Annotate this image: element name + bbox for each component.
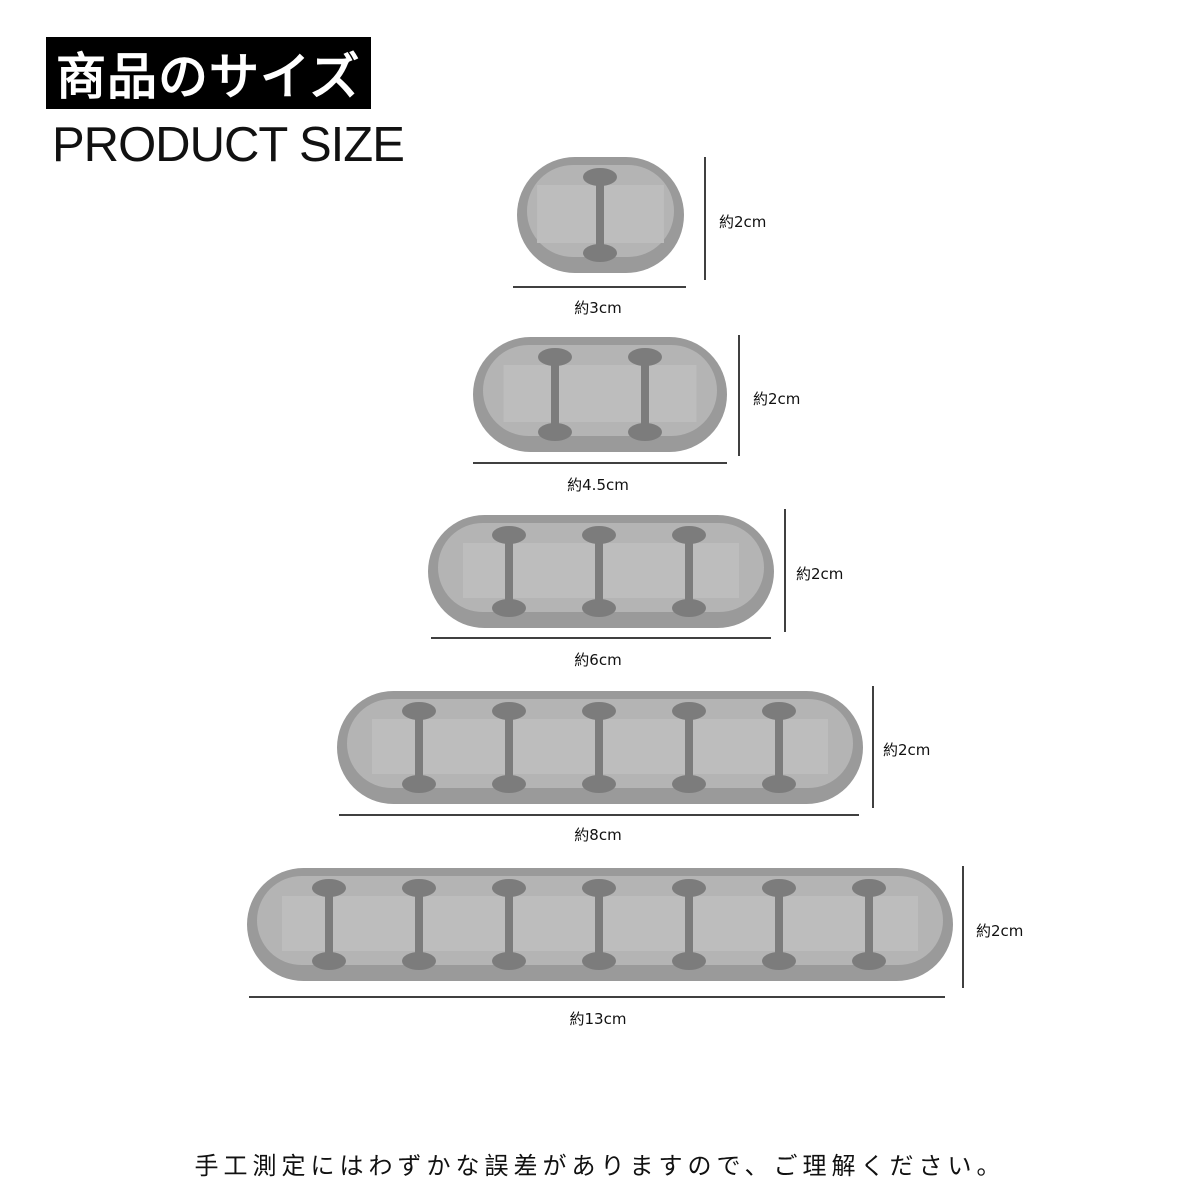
page-title-japanese: 商品のサイズ: [46, 37, 371, 109]
cable-slot: [672, 879, 706, 970]
cable-slot: [582, 702, 616, 793]
measurement-footnote: 手工測定にはわずかな誤差がありますので、ご理解ください。: [194, 1152, 1006, 1180]
cable-slot: [538, 348, 572, 441]
slot-channel: [325, 888, 333, 961]
slot-channel: [641, 357, 649, 432]
slot-channel: [415, 711, 423, 784]
slot-channel: [505, 535, 513, 608]
slot-channel: [596, 177, 604, 253]
slot-channel: [685, 711, 693, 784]
cable-slot: [582, 879, 616, 970]
cable-slot: [852, 879, 886, 970]
cable-clip-2-slot: [473, 337, 727, 452]
cable-slot: [492, 879, 526, 970]
page-title-english: PRODUCT SIZE: [52, 118, 405, 172]
cable-slot: [762, 879, 796, 970]
height-dimension-label: 約2cm: [976, 922, 1023, 940]
cable-slot: [312, 879, 346, 970]
slot-channel: [505, 888, 513, 961]
width-dimension-label: 約6cm: [574, 651, 621, 669]
cable-clip-1-slot: [517, 157, 684, 273]
slot-channel: [775, 888, 783, 961]
cable-clip-5-slot: [337, 691, 863, 804]
height-dimension-label: 約2cm: [883, 741, 930, 759]
slot-channel: [685, 535, 693, 608]
slot-channel: [685, 888, 693, 961]
height-dimension-label: 約2cm: [753, 390, 800, 408]
slot-channel: [595, 711, 603, 784]
cable-slot: [672, 702, 706, 793]
cable-clip-3-slot: [428, 515, 774, 628]
slot-channel: [865, 888, 873, 961]
cable-slot: [492, 702, 526, 793]
width-dimension-label: 約4.5cm: [567, 476, 629, 494]
cable-slot: [402, 879, 436, 970]
cable-slot: [628, 348, 662, 441]
width-dimension-label: 約3cm: [574, 299, 621, 317]
height-dimension-label: 約2cm: [796, 565, 843, 583]
cable-slot: [583, 168, 617, 262]
slot-channel: [595, 535, 603, 608]
width-dimension-label: 約13cm: [570, 1010, 627, 1028]
slot-channel: [551, 357, 559, 432]
slot-channel: [505, 711, 513, 784]
cable-slot: [672, 526, 706, 617]
slot-channel: [595, 888, 603, 961]
height-dimension-label: 約2cm: [719, 213, 766, 231]
slot-channel: [415, 888, 423, 961]
slot-channel: [775, 711, 783, 784]
cable-slot: [582, 526, 616, 617]
cable-slot: [762, 702, 796, 793]
cable-slot: [402, 702, 436, 793]
cable-slot: [492, 526, 526, 617]
clip-inner-panel: [503, 365, 697, 422]
cable-clip-7-slot: [247, 868, 953, 981]
width-dimension-label: 約8cm: [574, 826, 621, 844]
